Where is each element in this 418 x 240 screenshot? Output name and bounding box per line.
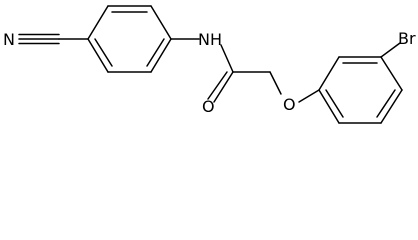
nitrile-group — [18, 33, 89, 45]
structure-diagram: N NH O O Br — [3, 5, 416, 124]
bromophenyl-ring — [318, 42, 403, 124]
nitrile-nitrogen-label: N — [3, 30, 15, 49]
carbonyl-oxygen-label: O — [202, 97, 215, 116]
amide-nh-label: NH — [198, 30, 222, 49]
ether-oxygen-label: O — [283, 95, 296, 114]
bromine-label: Br — [398, 29, 416, 48]
cyanophenyl-ring — [87, 5, 172, 73]
amide-linkage — [170, 38, 320, 103]
